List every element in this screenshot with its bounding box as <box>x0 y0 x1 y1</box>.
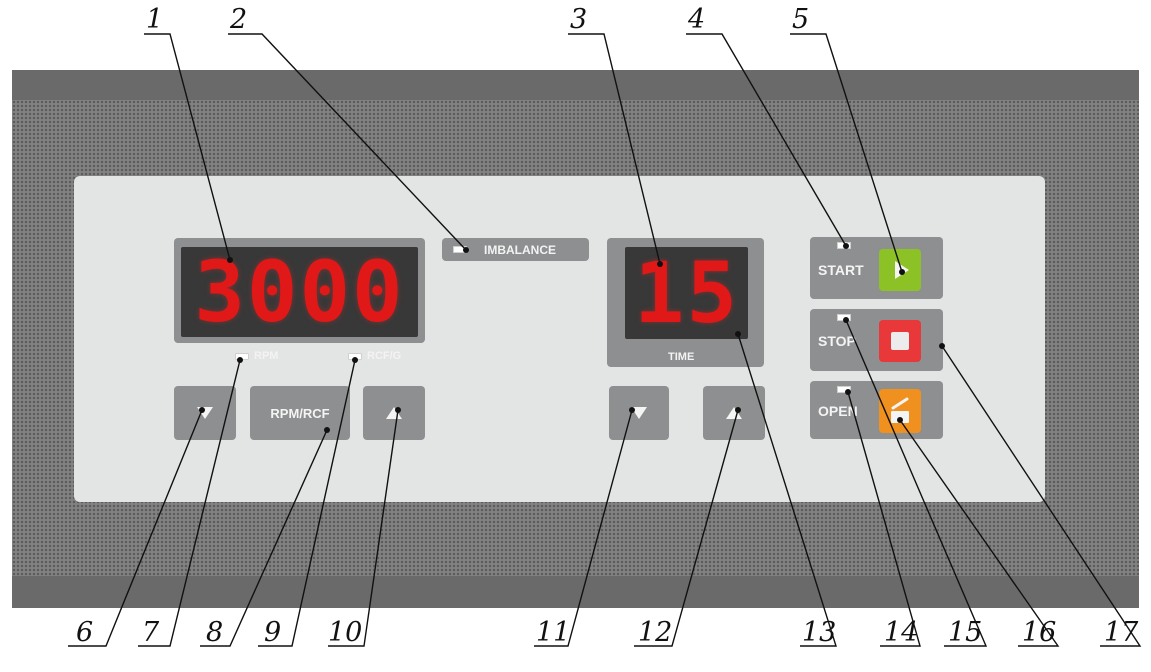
leader-16 <box>899 419 1060 647</box>
time-down-button[interactable] <box>609 386 669 440</box>
callout-13: 13 <box>802 617 837 648</box>
leader-3 <box>568 33 661 265</box>
callout-14: 14 <box>884 617 919 648</box>
rpm-up-button[interactable] <box>363 386 425 440</box>
leader-6 <box>68 409 203 647</box>
open-led <box>837 386 851 393</box>
rpm-rcf-toggle-button[interactable]: RPM/RCF <box>250 386 350 440</box>
leader-14 <box>847 391 921 647</box>
callout-11: 11 <box>536 617 571 648</box>
leader-12 <box>634 409 739 647</box>
time-label: TIME <box>668 351 695 363</box>
callout-7: 7 <box>142 617 160 648</box>
callout-12: 12 <box>638 617 673 648</box>
rcf-indicator-label: RCF/G <box>367 350 402 362</box>
callout-6: 6 <box>76 617 94 648</box>
rpm-indicator-label: RPM <box>254 350 279 362</box>
callout-1: 1 <box>146 4 164 35</box>
leader-11 <box>534 409 633 647</box>
callout-10: 10 <box>328 617 363 648</box>
leader-4 <box>686 33 847 247</box>
leader-10 <box>328 409 399 647</box>
open-lid-button[interactable] <box>879 389 921 433</box>
callout-4: 4 <box>688 4 706 35</box>
rcf-indicator-led <box>348 353 362 360</box>
stop-led <box>837 314 851 321</box>
leader-8 <box>200 429 328 647</box>
leader-13 <box>737 333 837 647</box>
leader-2 <box>228 33 467 251</box>
callout-8: 8 <box>206 617 224 648</box>
leader-7 <box>138 359 241 647</box>
imbalance-label: IMBALANCE <box>484 243 556 257</box>
callout-16: 16 <box>1022 617 1057 648</box>
open-label: OPEN <box>818 403 858 419</box>
imbalance-led <box>453 246 467 253</box>
start-label: START <box>818 262 864 278</box>
callout-3: 3 <box>570 4 588 35</box>
time-display: 15 <box>625 247 748 339</box>
rpm-down-button[interactable] <box>174 386 236 440</box>
callout-5: 5 <box>792 4 810 35</box>
callout-17: 17 <box>1104 617 1139 648</box>
stop-button[interactable] <box>879 320 921 362</box>
stop-label: STOP <box>818 333 856 349</box>
callout-2: 2 <box>230 4 248 35</box>
callout-15: 15 <box>948 617 983 648</box>
leader-5 <box>790 33 903 273</box>
time-up-button[interactable] <box>703 386 765 440</box>
rpm-indicator-led <box>235 353 249 360</box>
callout-9: 9 <box>264 617 282 648</box>
stop-icon <box>891 332 909 350</box>
rpm-rcf-button-label: RPM/RCF <box>270 405 330 421</box>
leader-17 <box>941 345 1142 647</box>
leader-1 <box>144 33 231 261</box>
leader-9 <box>258 359 356 647</box>
rpm-display: 3000 <box>181 247 418 337</box>
imbalance-indicator <box>442 238 589 261</box>
leader-15 <box>845 319 988 647</box>
